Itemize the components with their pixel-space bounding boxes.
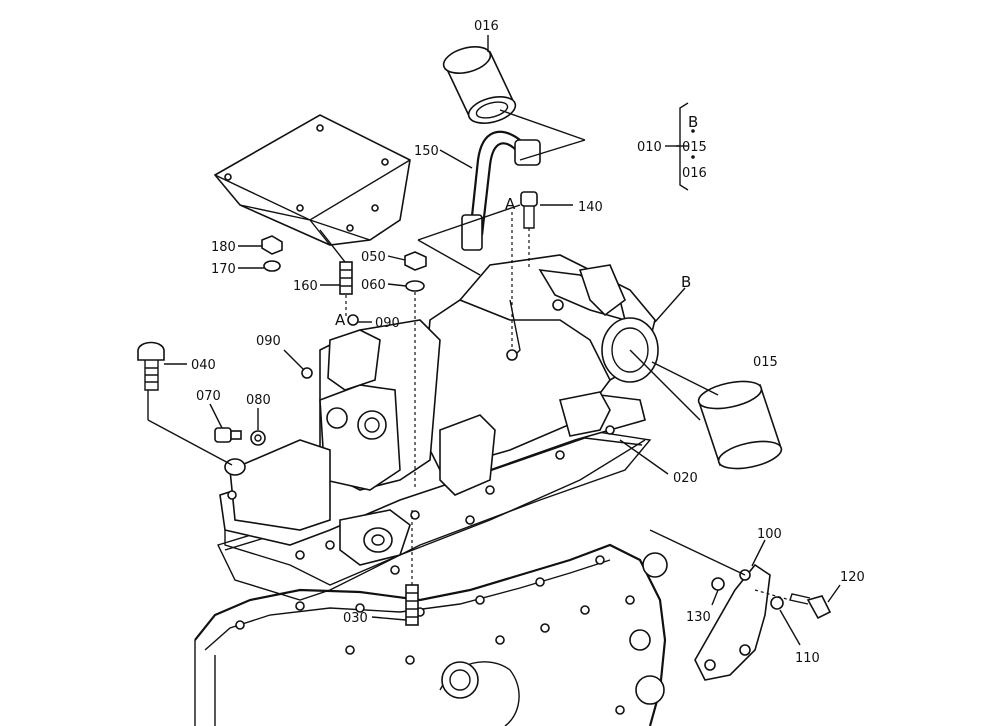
label-140: 140 [578,200,603,215]
group-item-015: 015 [682,140,707,155]
label-070: 070 [196,389,221,404]
label-015: 015 [753,355,778,370]
group-item-016: 016 [682,166,707,181]
group-labels: 010 B 015 016 [637,113,707,181]
label-170: 170 [211,262,236,277]
label-110: 110 [795,651,820,666]
label-120: 120 [840,570,865,585]
label-040: 040 [191,358,216,373]
label-016: 016 [474,19,499,34]
label-160: 160 [293,279,318,294]
bracket-100 [694,563,771,681]
label-130: 130 [686,610,711,625]
label-090-lower: 090 [256,334,281,349]
label-090-upper: 090 [375,316,400,331]
reference-letters: A A B [335,195,691,329]
hydraulic-housing [219,254,659,586]
pipe-150 [461,130,541,251]
label-080: 080 [246,393,271,408]
hardware [137,191,832,626]
label-060: 060 [361,278,386,293]
housing-bolt-holes [227,425,615,575]
label-150: 150 [414,144,439,159]
transmission-case [194,543,668,726]
group-item-b: B [688,113,698,131]
case-bolt-holes [235,555,635,715]
label-100: 100 [757,527,782,542]
group-bracket-010 [665,102,695,191]
group-label-010: 010 [637,140,662,155]
label-030: 030 [343,611,368,626]
top-cover-plate [213,114,411,246]
label-050: 050 [361,250,386,265]
ref-a-lower: A [335,311,346,329]
label-020: 020 [673,471,698,486]
ref-b-main: B [681,273,691,291]
bushing-015 [697,380,783,470]
ref-a-upper: A [505,195,516,213]
leader-lines [147,35,841,646]
part-labels: 016 150 140 180 170 160 050 060 090 090 … [191,19,865,666]
bushing-016 [442,46,517,124]
label-180: 180 [211,240,236,255]
